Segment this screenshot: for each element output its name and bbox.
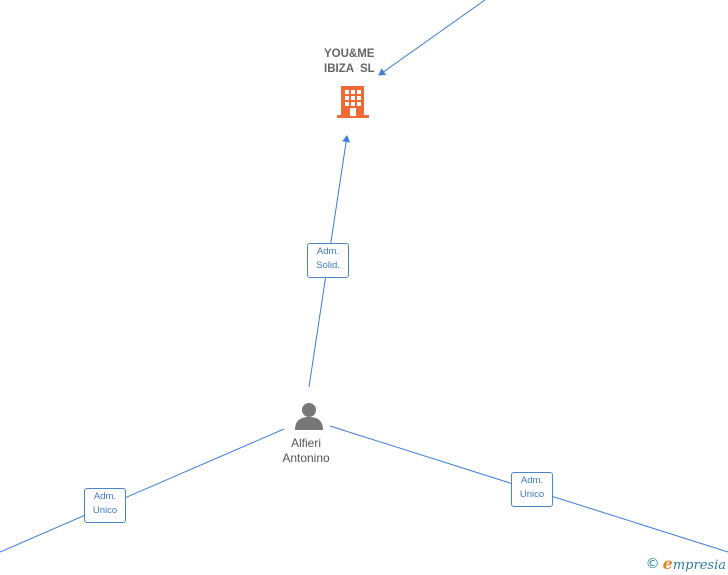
edge-label-line2: Solid. <box>316 260 340 271</box>
person-name-line1: Alfieri <box>290 436 321 450</box>
company-name-line2: IBIZA SL <box>324 63 375 75</box>
empresia-watermark: © empresia <box>646 554 726 573</box>
edge-label-line2: Unico <box>519 489 545 500</box>
edge-label-adm-unico-right[interactable]: Adm. Unico <box>511 472 553 507</box>
brand-name: mpresia <box>672 558 726 573</box>
brand-initial: e <box>662 554 673 573</box>
edge-label-line1: Adm. <box>520 475 544 486</box>
edge-label-line1: Adm. <box>93 491 117 502</box>
edge-label-adm-unico-left[interactable]: Adm. Unico <box>84 488 126 523</box>
edge-person-to-left <box>0 428 285 553</box>
company-name-line1: YOU&ME <box>324 48 375 60</box>
edge-incoming-top <box>378 0 486 76</box>
edge-label-line2: Unico <box>92 505 118 516</box>
person-name-line2: Antonino <box>282 451 330 465</box>
company-name[interactable]: YOU&ME IBIZA SL <box>310 47 392 77</box>
building-icon[interactable] <box>337 86 369 118</box>
person-icon[interactable] <box>295 403 323 430</box>
person-name[interactable]: Alfieri Antonino <box>266 436 346 466</box>
copyright-icon: © <box>645 555 660 572</box>
edge-label-adm-solid[interactable]: Adm. Solid. <box>307 243 349 278</box>
edge-label-line1: Adm. <box>316 246 340 257</box>
